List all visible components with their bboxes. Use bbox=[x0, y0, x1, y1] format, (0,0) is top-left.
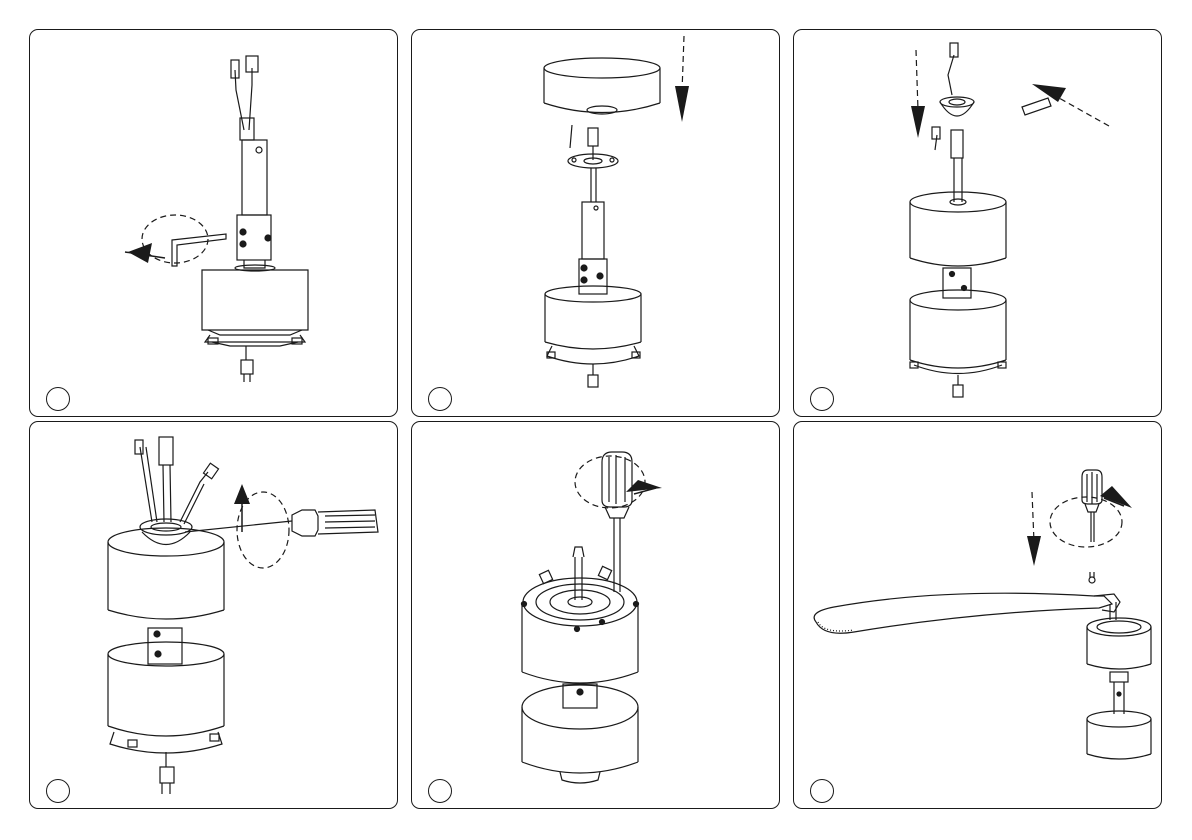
panel-2 bbox=[411, 29, 780, 417]
step-number-circle bbox=[428, 779, 452, 803]
step-number-circle bbox=[46, 779, 70, 803]
panel-5 bbox=[411, 421, 780, 809]
step-number-circle bbox=[46, 387, 70, 411]
panel-4 bbox=[29, 421, 398, 809]
panel-6-illustration bbox=[794, 422, 1163, 810]
panel-3-illustration bbox=[794, 30, 1163, 418]
step-number-circle bbox=[810, 387, 834, 411]
panel-2-illustration bbox=[412, 30, 781, 418]
step-number-circle bbox=[428, 387, 452, 411]
panel-1 bbox=[29, 29, 398, 417]
panel-1-illustration bbox=[30, 30, 399, 418]
step-number-circle bbox=[810, 779, 834, 803]
panel-5-illustration bbox=[412, 422, 781, 810]
panel-4-illustration bbox=[30, 422, 399, 810]
panel-6 bbox=[793, 421, 1162, 809]
panel-3 bbox=[793, 29, 1162, 417]
